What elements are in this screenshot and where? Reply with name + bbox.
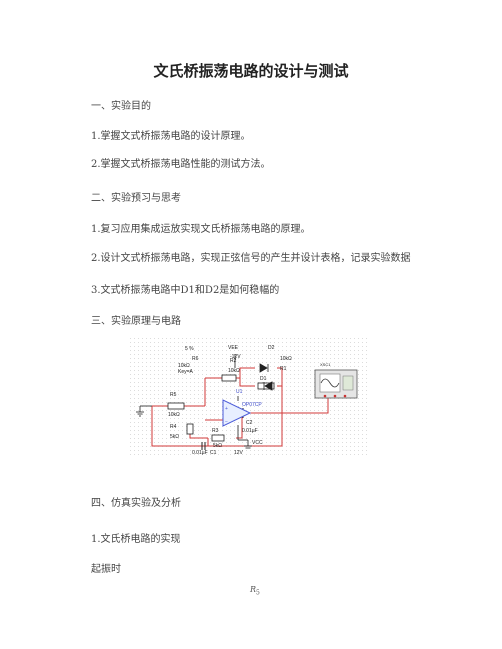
label-vee: VEE xyxy=(228,345,239,351)
circuit-schematic: + − 5 % VEE -12V D2 R6 10kΩ Key=A R2 10k… xyxy=(130,338,370,456)
formula-subscript: 5 xyxy=(256,589,260,597)
label-c2-value: 0.01µF xyxy=(242,428,258,434)
label-u1: U1 xyxy=(236,389,243,395)
label-r1: R1 xyxy=(280,366,287,372)
text-line: 2.设计文式桥振荡电路，实现正弦信号的产生并设计表格，记录实验数据 xyxy=(91,253,411,264)
label-vcc-value: 12V xyxy=(234,450,244,456)
label-r6: R6 xyxy=(192,356,199,362)
section-heading-purpose: 一、实验目的 xyxy=(91,101,151,112)
section-heading-preview: 二、实验预习与思考 xyxy=(91,193,181,204)
label-c2: C2 xyxy=(246,420,253,426)
label-xsc1: XSC1 xyxy=(320,362,331,367)
text-line: 3.文式桥振荡电路中D1和D2是如何稳幅的 xyxy=(91,285,280,296)
label-r2-value: 10kΩ xyxy=(228,368,240,374)
svg-text:−: − xyxy=(225,419,228,425)
text-line: 1.掌握文式桥振荡电路的设计原理。 xyxy=(91,131,251,142)
label-r5: R5 xyxy=(170,392,177,398)
text-line: 起振时 xyxy=(91,564,121,575)
label-r6-value: 10kΩ xyxy=(178,363,190,369)
svg-text:+: + xyxy=(225,406,228,412)
label-vee-value: -12V xyxy=(230,354,241,360)
label-r1-value: 10kΩ xyxy=(280,356,292,362)
section-heading-simulation: 四、仿真实验及分析 xyxy=(91,498,181,509)
label-r4: R4 xyxy=(170,424,177,430)
document-title: 文氏桥振荡电路的设计与测试 xyxy=(153,62,349,80)
text-line: 1.文氏桥电路的实现 xyxy=(91,534,181,545)
label-c1-value: 0.01µF xyxy=(192,450,208,456)
label-r2: R2 xyxy=(230,358,237,364)
label-c1: C1 xyxy=(210,450,217,456)
formula-symbol: R xyxy=(250,585,257,594)
label-r6-key: Key=A xyxy=(178,369,194,375)
text-line: 1.复习应用集成运放实现文氏桥振荡电路的原理。 xyxy=(91,224,311,235)
label-r3-value: 5kΩ xyxy=(213,443,222,449)
label-opamp: OP07CP xyxy=(242,402,262,408)
label-d2: D2 xyxy=(268,345,275,351)
label-r3: R3 xyxy=(212,428,219,434)
text-line: 2.掌握文式桥振荡电路性能的测试方法。 xyxy=(91,159,271,170)
section-heading-principle: 三、实验原理与电路 xyxy=(91,316,181,327)
label-percent: 5 % xyxy=(185,346,194,352)
label-r4-value: 5kΩ xyxy=(170,434,179,440)
label-vcc: VCC xyxy=(252,440,263,446)
formula-fragment: R5 xyxy=(250,585,260,597)
label-d1: D1 xyxy=(260,376,267,382)
label-r5-value: 10kΩ xyxy=(168,412,180,418)
